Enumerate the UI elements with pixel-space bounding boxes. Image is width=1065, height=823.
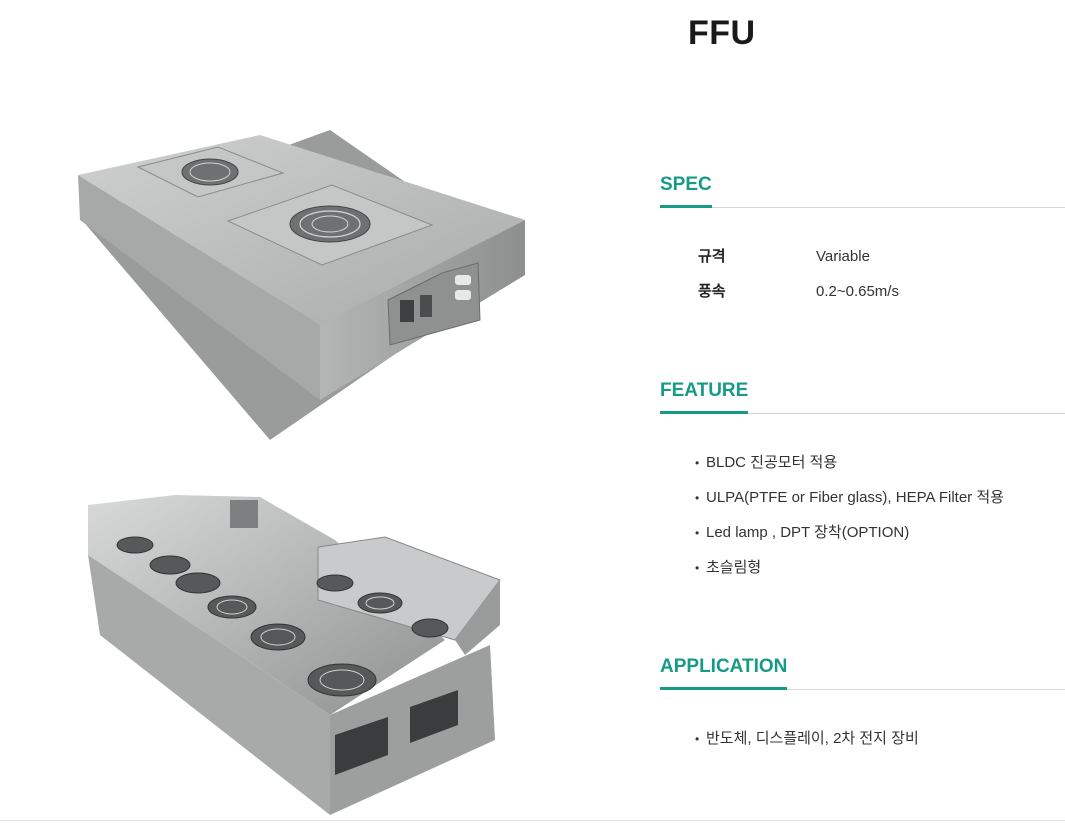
page-title: FFU bbox=[688, 14, 756, 52]
spec-value-size: Variable bbox=[816, 248, 870, 265]
ffu-product-image-bottom bbox=[88, 495, 501, 815]
feature-item: •BLDC 진공모터 적용 bbox=[695, 454, 838, 471]
spec-label-airspeed: 풍속 bbox=[698, 283, 726, 300]
spec-section: SPEC 규격 Variable 풍속 0.2~0.65m/s bbox=[660, 174, 1065, 314]
spec-row-airspeed: 풍속 0.2~0.65m/s bbox=[698, 280, 899, 301]
feature-divider bbox=[660, 413, 1065, 414]
feature-item: •ULPA(PTFE or Fiber glass), HEPA Filter … bbox=[695, 489, 1004, 506]
spec-heading: SPEC bbox=[660, 174, 712, 208]
feature-item: •Led lamp , DPT 장착(OPTION) bbox=[695, 524, 910, 541]
page-bottom-divider bbox=[0, 820, 1065, 821]
application-section: APPLICATION •반도체, 디스플레이, 2차 전지 장비 bbox=[660, 656, 1065, 756]
application-divider bbox=[660, 689, 1065, 690]
application-heading: APPLICATION bbox=[660, 656, 788, 690]
feature-section: FEATURE •BLDC 진공모터 적용 •ULPA(PTFE or Fibe… bbox=[660, 380, 1065, 590]
spec-value-airspeed: 0.2~0.65m/s bbox=[816, 283, 899, 300]
application-item: •반도체, 디스플레이, 2차 전지 장비 bbox=[695, 730, 919, 747]
spec-row-size: 규격 Variable bbox=[698, 245, 870, 266]
spec-divider bbox=[660, 207, 1065, 208]
feature-item: •초슬림형 bbox=[695, 559, 762, 576]
ffu-product-image-top bbox=[78, 130, 525, 440]
feature-heading: FEATURE bbox=[660, 380, 749, 414]
spec-label-size: 규격 bbox=[698, 248, 726, 265]
